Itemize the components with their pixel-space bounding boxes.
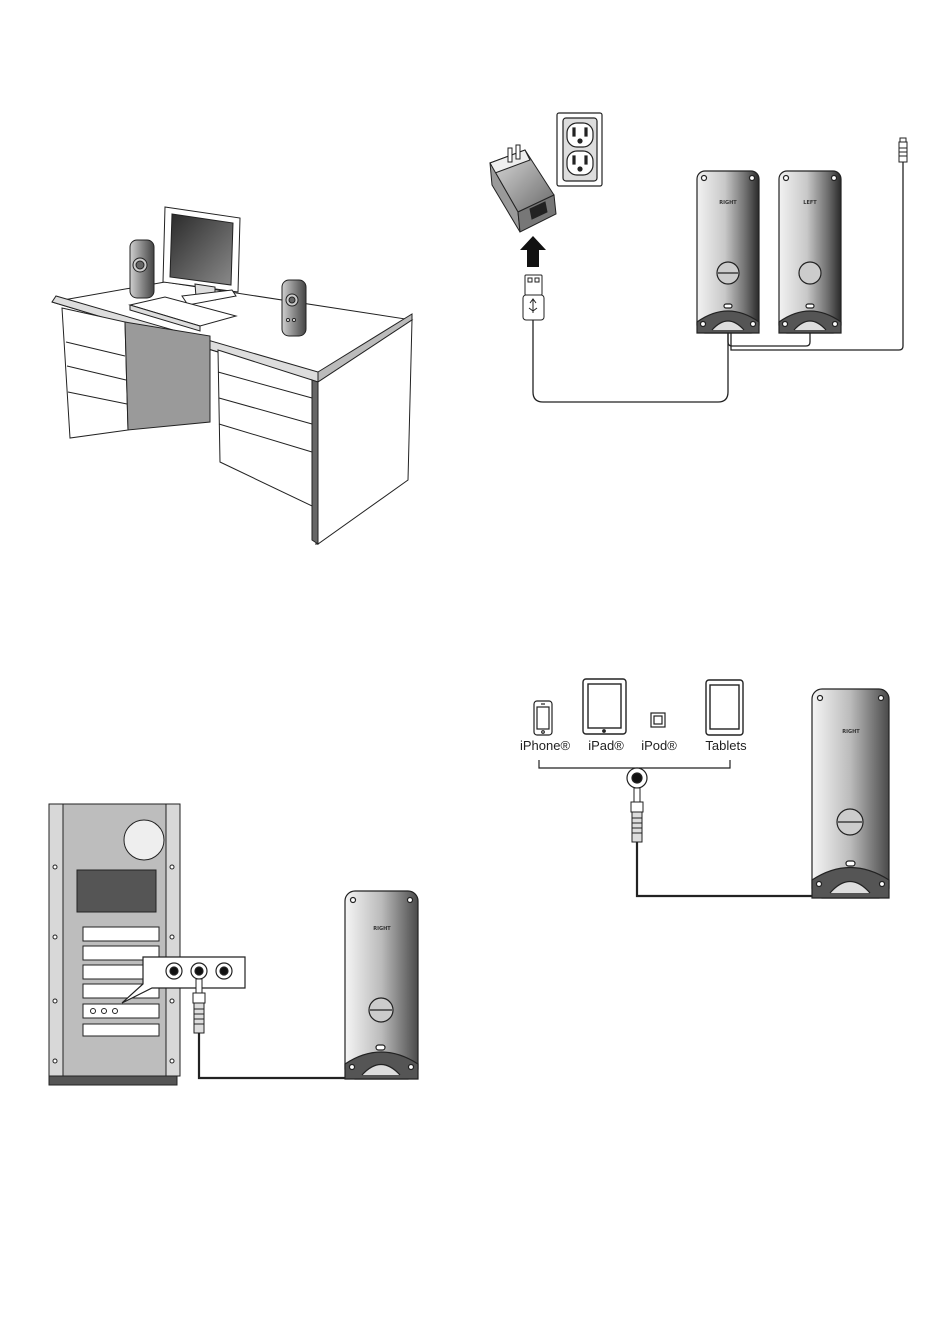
ipad-icon <box>583 679 626 734</box>
speaker-icon <box>282 280 306 336</box>
right-speaker: RIGHT <box>697 171 759 333</box>
left-speaker-label: LEFT <box>803 200 817 206</box>
right-speaker: RIGHT <box>812 689 889 898</box>
pc-audio-cable <box>199 1033 368 1078</box>
headphone-port <box>627 768 647 788</box>
device-connection-panel: iPhone® iPad® iPod® Tablets RIGHT <box>520 679 889 898</box>
right-speaker: RIGHT <box>345 891 418 1079</box>
iphone-icon <box>534 701 552 735</box>
desk-icon <box>52 282 412 544</box>
iphone-label: iPhone® <box>520 738 570 753</box>
usb-plug-icon <box>523 275 544 320</box>
audio-jack-icon <box>631 788 643 842</box>
wall-outlet-icon <box>557 113 602 186</box>
power-adapter-icon <box>490 145 556 232</box>
ipod-label: iPod® <box>641 738 677 753</box>
speaker-icon <box>130 240 154 298</box>
tablets-label: Tablets <box>705 738 747 753</box>
desk-setup-panel <box>52 207 412 544</box>
ipod-icon <box>651 713 665 727</box>
computer-connection-panel: RIGHT <box>49 804 418 1085</box>
device-bracket <box>539 760 730 768</box>
right-speaker-label: RIGHT <box>719 200 737 206</box>
pc-tower-icon <box>49 804 180 1085</box>
right-speaker-label: RIGHT <box>373 926 391 932</box>
audio-jack-icon <box>899 138 907 162</box>
up-arrow-icon <box>520 236 546 267</box>
right-speaker-label: RIGHT <box>842 729 860 735</box>
tablet-icon <box>706 680 743 735</box>
ipad-label: iPad® <box>588 738 624 753</box>
left-speaker: LEFT <box>779 171 841 333</box>
power-connection-panel: RIGHT LEFT <box>490 113 907 402</box>
